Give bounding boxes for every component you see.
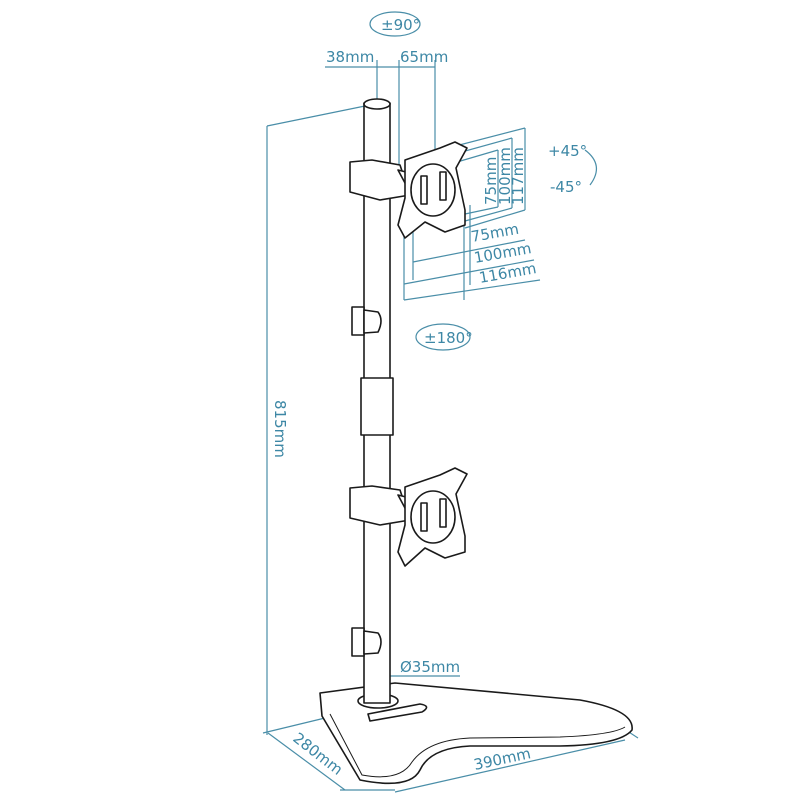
pole-diameter-label: Ø35mm (400, 658, 460, 676)
rotation-label: ±90° (381, 16, 420, 34)
height-label: 815mm (271, 400, 289, 458)
vesa-vertical-100-label: 100mm (496, 147, 514, 205)
upper-vesa-bracket (349, 141, 468, 239)
offset-38-label: 38mm (326, 48, 374, 66)
swivel-label: ±180° (424, 329, 473, 347)
base-plate (319, 682, 633, 785)
lower-vesa-bracket (349, 467, 468, 567)
tilt-up-label: +45° (548, 142, 587, 160)
base-width-label: 390mm (472, 744, 532, 774)
vesa-vertical-75-label: 75mm (482, 157, 500, 205)
tilt-down-label: -45° (550, 178, 582, 196)
dimension-lines (262, 11, 639, 793)
vesa-vertical-117-label: 117mm (509, 147, 527, 205)
pole (351, 98, 394, 704)
offset-65-label: 65mm (400, 48, 448, 66)
